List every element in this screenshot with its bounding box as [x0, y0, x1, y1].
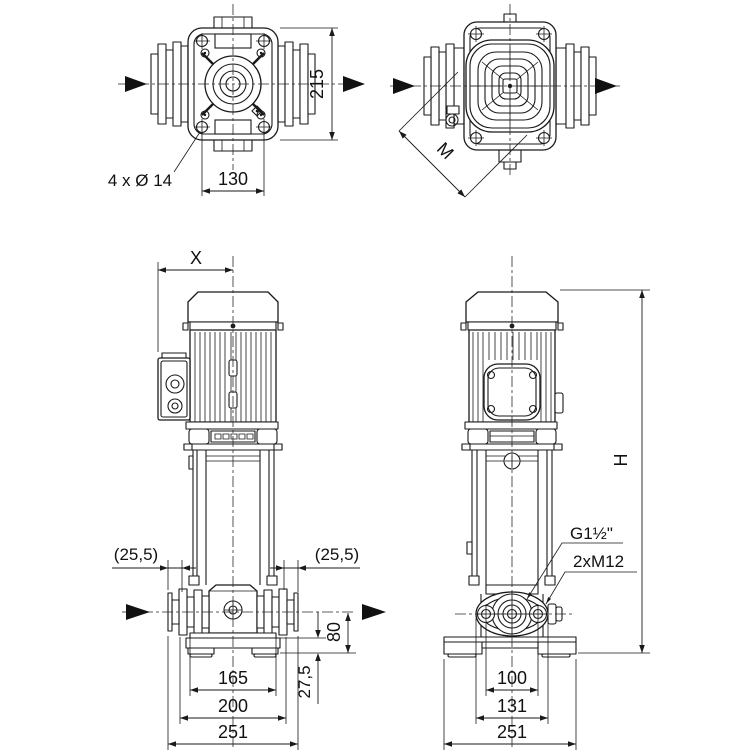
pump-top-view: 215 130 4 x Ø 14	[108, 4, 365, 196]
base-plate	[443, 636, 577, 658]
motor-fins	[472, 332, 552, 422]
dim-165-label: 165	[218, 668, 248, 688]
motor-fins	[194, 332, 272, 422]
flow-arrow-icon	[595, 78, 617, 94]
dim-80-label: 80	[324, 622, 344, 642]
pump-column	[471, 450, 553, 585]
flow-arrow-icon	[125, 76, 147, 92]
dim-130-label: 130	[218, 169, 248, 189]
pump-side-view: H G1½" 2xM12 100 131 251	[443, 256, 650, 750]
dim-x-label: X	[190, 248, 202, 268]
hole-callout-label: 4 x Ø 14	[108, 171, 172, 190]
pipe-connection-label: G1½"	[570, 524, 613, 543]
dim-25-5-right-label: (25,5)	[315, 545, 359, 564]
motor-top-view: M	[390, 4, 620, 198]
dim-27-5-label: 27,5	[295, 665, 314, 698]
dim-25-5-left-label: (25,5)	[114, 545, 158, 564]
flow-arrow-icon	[393, 78, 415, 94]
cable-gland	[165, 374, 185, 394]
dim-215-label: 215	[307, 69, 327, 99]
cable-gland	[167, 398, 183, 414]
terminal-box	[157, 352, 191, 421]
flow-arrow-icon	[362, 604, 386, 620]
dim-100-label: 100	[497, 668, 527, 688]
pump-front-view: X (25,5) (25,5) 80 27,5 165 200	[112, 248, 386, 750]
pump-column	[192, 450, 275, 585]
flow-arrow-icon	[126, 604, 150, 620]
fixing-bolts-label: 2xM12	[573, 552, 624, 571]
dim-h-label: H	[611, 454, 631, 467]
dim-131-label: 131	[497, 696, 527, 716]
dim-251-front-label: 251	[218, 722, 248, 742]
dim-m-label: M	[433, 138, 458, 163]
flow-arrow-icon	[343, 76, 365, 92]
dim-200-label: 200	[218, 696, 248, 716]
discharge-flange	[475, 584, 563, 637]
dim-251-side-label: 251	[497, 722, 527, 742]
